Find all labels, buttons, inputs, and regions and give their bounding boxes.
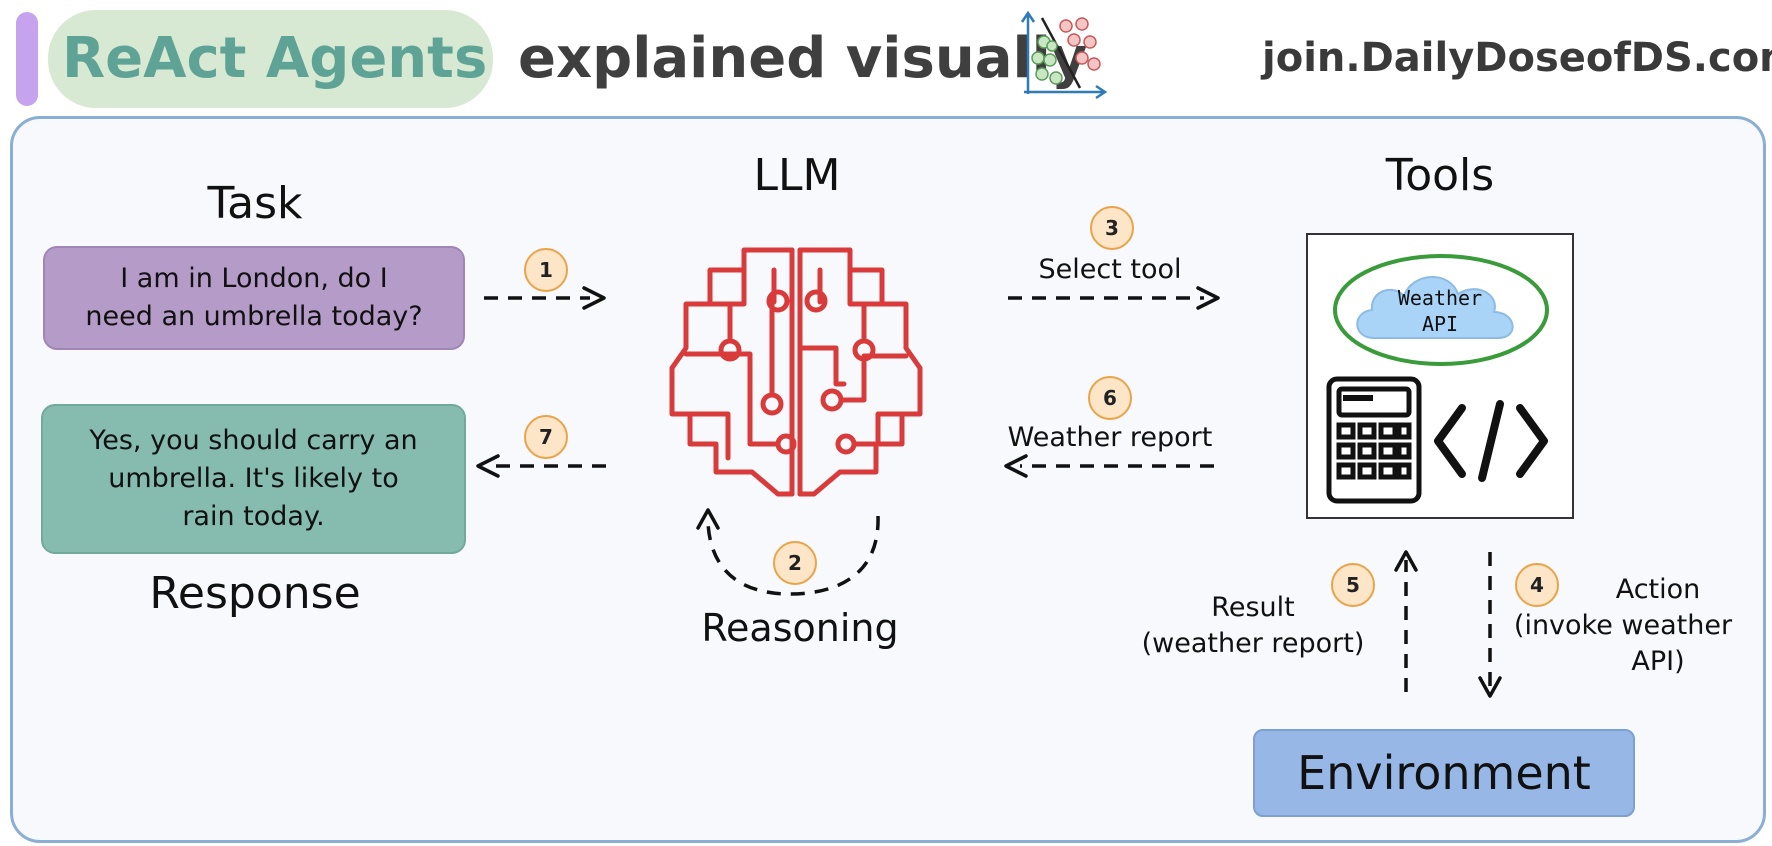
title-accent: ReAct Agents <box>62 26 488 91</box>
response-line: umbrella. It's likely to <box>108 463 399 494</box>
code-icon <box>1434 400 1548 482</box>
step-badge-6: 6 <box>1088 376 1132 420</box>
title-highlight <box>48 10 493 108</box>
brain-circuit-icon <box>669 247 923 497</box>
label-select-tool: Select tool <box>1038 254 1182 285</box>
label-action: Action (invoke weather API) <box>1496 572 1750 680</box>
arrowhead-llm-to-tools <box>1196 286 1220 310</box>
arrowhead-tools-to-llm <box>1004 454 1028 478</box>
arrowhead-reasoning-loop <box>696 508 720 530</box>
arrowhead-llm-to-response <box>476 454 500 478</box>
weather-api-line: API <box>1421 312 1459 336</box>
heading-tools: Tools <box>1385 150 1495 201</box>
step-badge-3: 3 <box>1090 206 1134 250</box>
response-line: rain today. <box>182 501 325 532</box>
accent-bar <box>16 12 38 106</box>
weather-api-label: Weather API <box>1380 285 1500 337</box>
arrowhead-tools-to-env <box>1478 676 1502 698</box>
arrowhead-env-to-tools <box>1394 550 1418 572</box>
response-line: Yes, you should carry an <box>89 425 418 456</box>
label-result-line: (weather report) <box>1141 628 1365 659</box>
environment-box: Environment <box>1253 729 1635 817</box>
step-badge-1: 1 <box>524 248 568 292</box>
response-box: Yes, you should carry an umbrella. It's … <box>41 404 466 554</box>
step-badge-2: 2 <box>773 541 817 585</box>
task-box: I am in London, do I need an umbrella to… <box>43 246 465 350</box>
scatter-logo-icon <box>1020 10 1108 100</box>
label-action-line: Action <box>1615 574 1701 605</box>
heading-llm: LLM <box>753 150 841 201</box>
title-rest: explained visually <box>518 26 1088 91</box>
heading-task: Task <box>207 178 303 229</box>
task-line: I am in London, do I <box>120 263 388 294</box>
weather-api-line: Weather <box>1397 286 1483 310</box>
heading-response: Response <box>149 568 361 619</box>
step-badge-4: 4 <box>1515 563 1559 607</box>
weather-api-cloud-icon <box>1333 254 1549 366</box>
step-badge-5: 5 <box>1331 563 1375 607</box>
label-action-line: API) <box>1631 646 1685 677</box>
label-weather-report: Weather report <box>1007 422 1213 453</box>
calculator-icon <box>1326 376 1422 504</box>
label-result-line: Result <box>1211 592 1295 623</box>
step-badge-7: 7 <box>524 415 568 459</box>
arrowhead-task-to-llm <box>582 286 606 310</box>
heading-reasoning: Reasoning <box>701 606 899 650</box>
arrow-reasoning-loop <box>706 515 880 596</box>
site-url[interactable]: join.DailyDoseofDS.com <box>1262 35 1772 81</box>
task-line: need an umbrella today? <box>85 301 423 332</box>
label-result: Result (weather report) <box>1118 590 1388 662</box>
label-action-line: (invoke weather <box>1513 610 1733 641</box>
